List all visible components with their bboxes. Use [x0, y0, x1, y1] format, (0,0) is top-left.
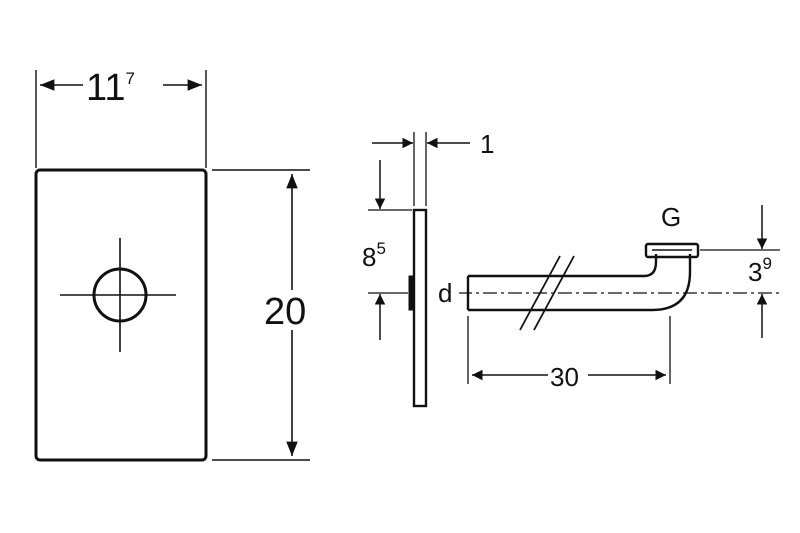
diameter-label: d: [438, 278, 452, 308]
cover-plate-outline: [34, 168, 208, 462]
pipe-bend-outer: [651, 254, 692, 312]
width-label: 117: [86, 67, 135, 109]
thread-label: G: [661, 202, 681, 232]
plate-profile: [412, 208, 428, 408]
length-label: 30: [550, 362, 579, 392]
side-view: [368, 132, 780, 408]
length-label-bg: [548, 362, 588, 390]
plate-thickness-label: 1: [480, 129, 494, 159]
side-height-label: 85: [362, 239, 386, 272]
width-label-bg: [83, 66, 163, 104]
plate-stub: [408, 275, 415, 311]
height-label-bg: [262, 290, 318, 330]
pipe-bend-inner: [643, 254, 658, 278]
height-label: 20: [264, 291, 306, 333]
threaded-nut: [644, 242, 700, 259]
offset-label-bg: [746, 256, 780, 286]
front-view: [34, 70, 310, 462]
diameter-label-bg: [437, 278, 459, 306]
offset-label: 39: [748, 254, 772, 287]
